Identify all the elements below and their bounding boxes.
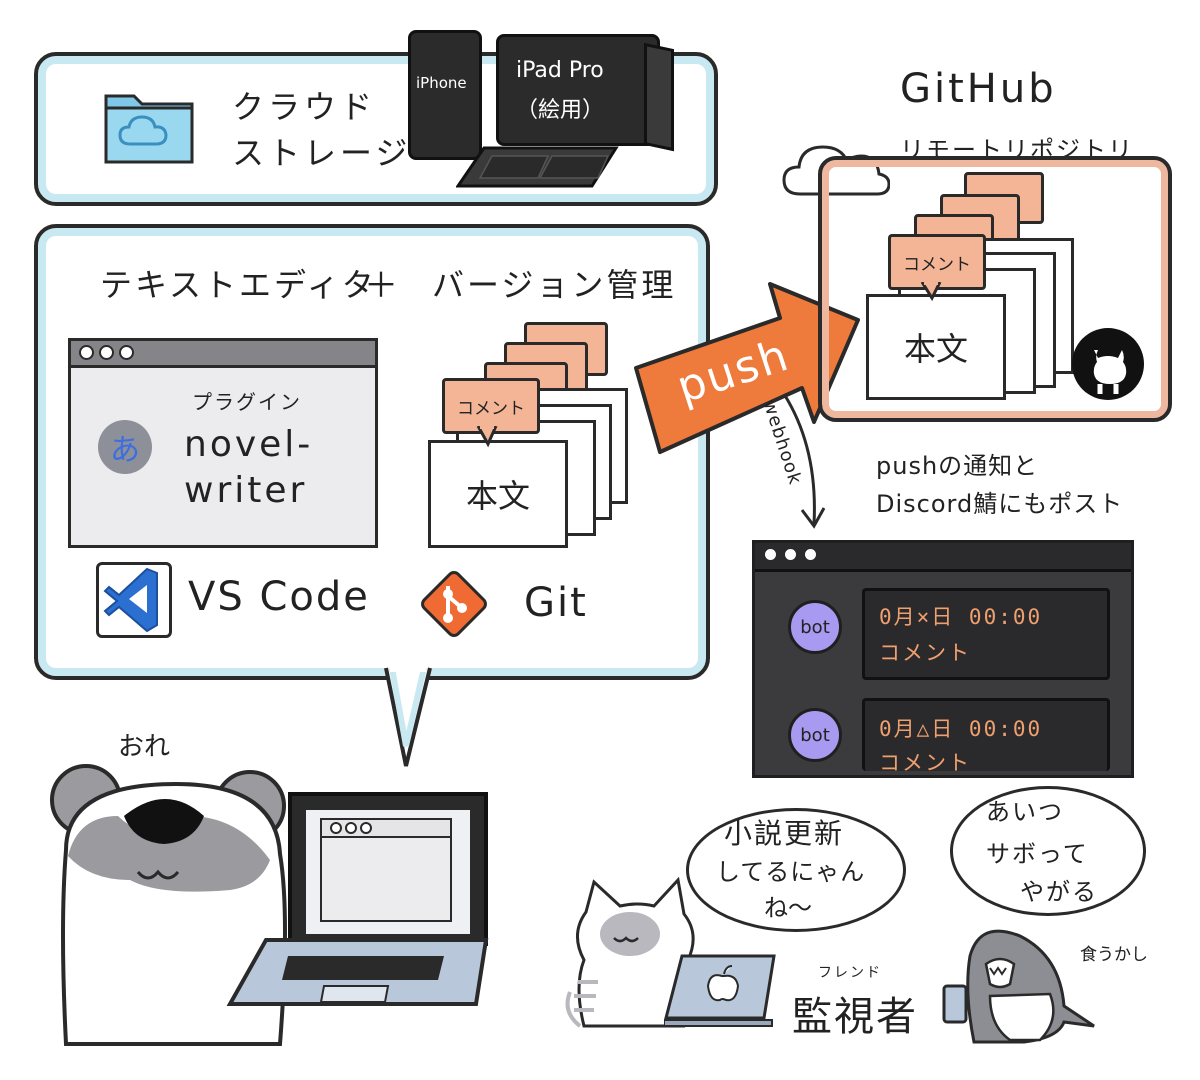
vscode-label: VS Code: [188, 574, 370, 620]
plugin-icon-glyph: あ: [110, 433, 140, 468]
cat-speech-bubble: [686, 808, 906, 932]
apple-laptop-icon: [664, 954, 776, 1027]
message-text: コメント: [879, 641, 971, 665]
body-label: 本文: [465, 477, 530, 515]
remote-repo-frame: [818, 156, 1172, 422]
plugin-name-2: writer: [184, 470, 308, 511]
shark-speech-3: やがる: [1020, 878, 1098, 906]
ipad-label-1: iPad Pro: [516, 58, 604, 83]
shark-label: 食うかし: [1080, 945, 1148, 965]
hamster-character: [50, 764, 287, 1046]
git-label: Git: [524, 580, 588, 626]
cat-speech-1: 小説更新: [724, 817, 845, 850]
remote-comment-label: コメント: [903, 254, 971, 275]
webhook-arrow: [782, 393, 826, 529]
shark-speech-bubble: [950, 786, 1146, 916]
remote-comment-tail: [920, 282, 942, 302]
cat-speech-2: してるにゃん: [716, 858, 866, 886]
editor-panel-tail: [384, 666, 432, 767]
message-date: 0月×日 00:00: [879, 605, 1043, 629]
github-title: GitHub: [900, 66, 1057, 112]
discord-message: 0月△日 00:00 コメント: [862, 698, 1110, 775]
editor-window-titlebar: [71, 341, 375, 368]
discord-note-1: pushの通知と: [876, 452, 1039, 480]
vscode-icon-box: [96, 562, 172, 638]
bot-avatar-label: bot: [800, 724, 830, 746]
cloud-storage-label-2: ストレージ: [232, 134, 412, 172]
discord-note-2: Discord鯖にもポスト: [876, 490, 1124, 518]
cloud-folder-icon: [104, 94, 194, 164]
window-dot-icon: [79, 345, 94, 360]
ipad-stand: [644, 42, 674, 152]
comment-label: コメント: [457, 398, 525, 419]
shark-speech-2: サボって: [986, 840, 1089, 868]
vscode-icon: [103, 567, 158, 633]
remote-body-label: 本文: [903, 330, 968, 368]
ipad-keyboard: [456, 146, 619, 188]
iphone-device: [408, 30, 482, 160]
me-label: おれ: [118, 732, 171, 762]
push-arrow: [634, 282, 860, 454]
window-dot-icon: [783, 547, 798, 562]
discord-titlebar: [755, 543, 1131, 572]
window-dot-icon: [763, 547, 778, 562]
watchers-label: 監視者: [792, 994, 918, 1040]
bot-avatar: bot: [788, 708, 842, 762]
body-page: 本文: [428, 440, 568, 548]
window-dot-icon: [360, 822, 372, 834]
editor-heading-left: テキストエディタ: [100, 266, 377, 304]
window-dot-icon: [119, 345, 134, 360]
window-dot-icon: [345, 822, 357, 834]
ipad-label-2: （絵用）: [516, 98, 605, 123]
message-text: コメント: [879, 751, 971, 775]
cloud-storage-label-1: クラウド: [232, 88, 377, 126]
message-date: 0月△日 00:00: [879, 717, 1043, 741]
window-dot-icon: [99, 345, 114, 360]
window-dot-icon: [330, 822, 342, 834]
git-icon: [421, 571, 487, 637]
cat-speech-3: ね〜: [764, 894, 812, 922]
editor-heading-plus: ＋: [364, 266, 398, 306]
plugin-label: プラグイン: [192, 390, 302, 414]
laptop-screen-window: [320, 818, 452, 922]
plugin-name-1: novel-: [184, 424, 314, 465]
comment-bubble: コメント: [442, 378, 540, 434]
bot-avatar-label: bot: [800, 616, 830, 638]
comment-bubble-tail: [476, 426, 498, 448]
shark-speech-1: あいつ: [986, 798, 1064, 826]
editor-heading-right: バージョン管理: [432, 266, 677, 304]
ipad-device: [496, 34, 660, 146]
novelwriter-plugin-icon: あ: [98, 420, 152, 474]
discord-message: 0月×日 00:00 コメント: [862, 588, 1110, 680]
watchers-ruby: フレンド: [818, 965, 882, 981]
shark-character: [942, 929, 1095, 1044]
iphone-label: iPhone: [416, 74, 467, 92]
github-octocat-icon: [1072, 328, 1144, 400]
remote-body-page: 本文: [866, 294, 1006, 400]
window-dot-icon: [803, 547, 818, 562]
bot-avatar: bot: [788, 600, 842, 654]
